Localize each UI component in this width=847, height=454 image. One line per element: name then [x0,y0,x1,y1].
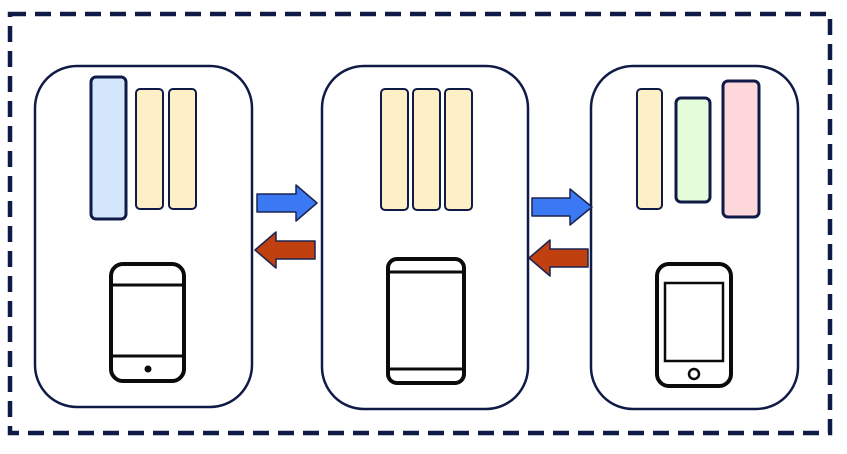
bar-yellow [380,88,409,211]
arrow-backward-middle-to-left [254,231,316,269]
bar-yellow [412,88,441,211]
bar-yellow [444,88,473,211]
arrow-forward-left-to-middle [256,184,318,222]
phone-icon [386,257,466,385]
panel-middle-box [320,64,530,411]
panel-left [33,64,254,409]
arrow-backward-right-to-middle [528,239,589,277]
bar-yellow [636,88,663,210]
panel-middle [320,64,530,411]
phone-icon [655,262,733,388]
bar-blue [89,75,128,221]
panel-right [589,64,800,411]
bar-yellow [168,88,197,210]
panel-left-box [33,64,254,409]
bar-green [674,96,712,204]
arrow-forward-middle-to-right [531,188,593,226]
phone-icon [109,262,186,383]
bar-pink [721,79,761,219]
outer-dashed-boundary [7,11,833,436]
bar-yellow [135,88,164,210]
